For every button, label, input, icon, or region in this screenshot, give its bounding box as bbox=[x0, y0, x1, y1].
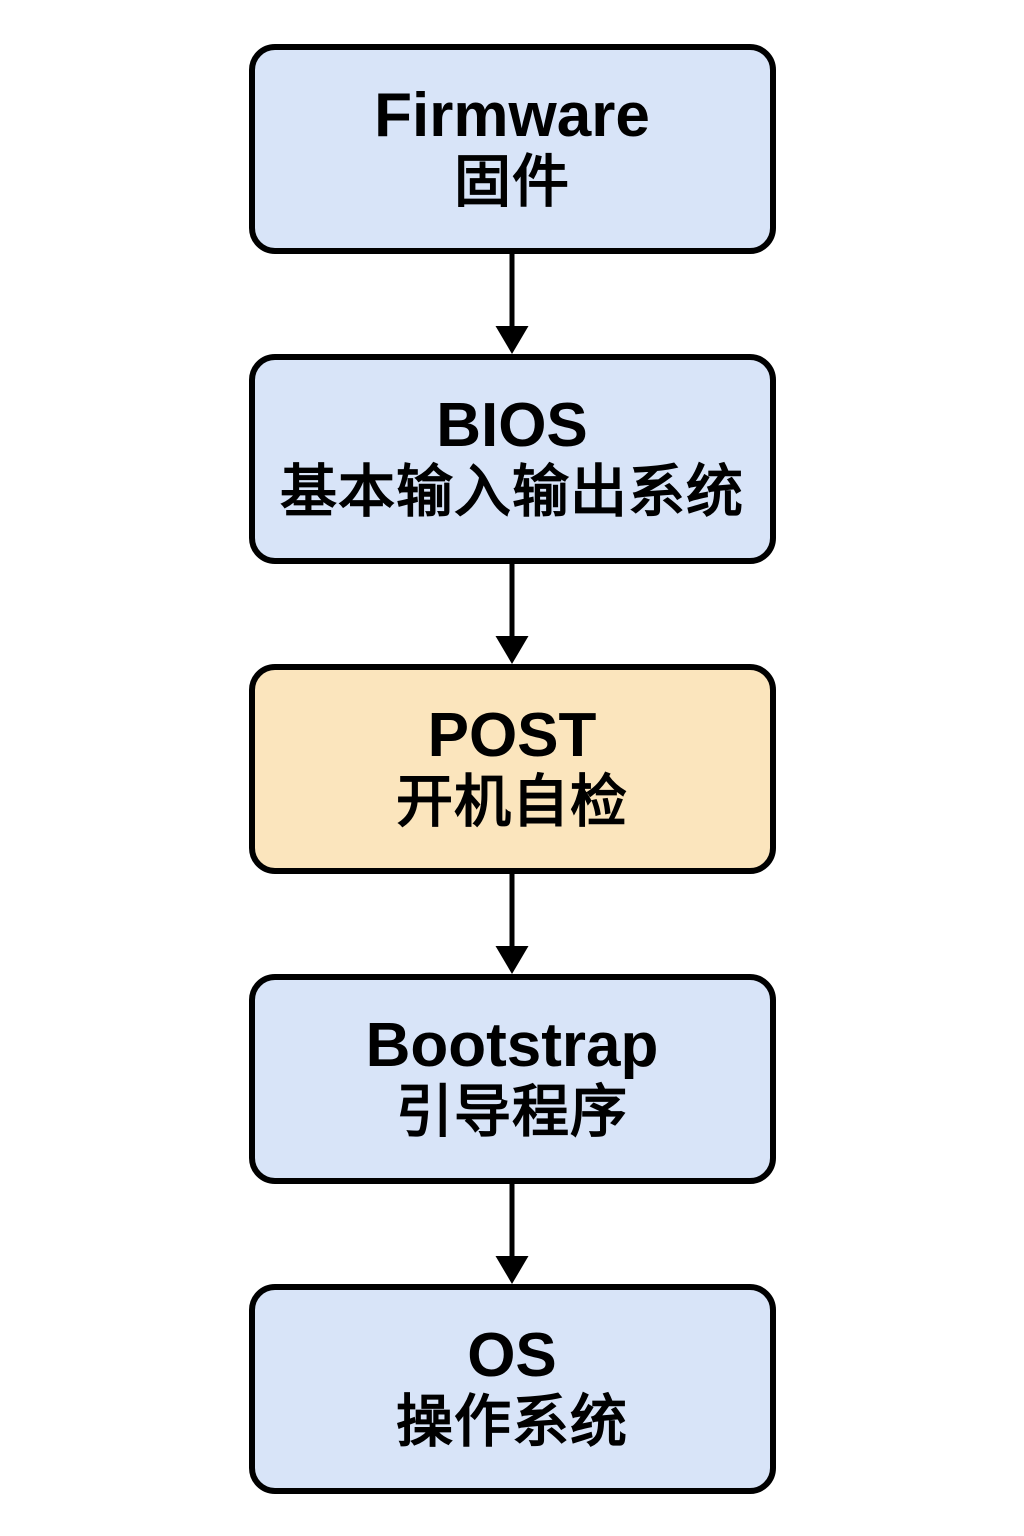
node-bios: BIOS 基本输入输出系统 bbox=[248, 354, 776, 564]
node-firmware-subtitle: 固件 bbox=[454, 150, 570, 215]
node-post-title: POST bbox=[427, 701, 597, 771]
arrow-down-icon bbox=[495, 1184, 529, 1284]
arrow-down-icon bbox=[495, 874, 529, 974]
node-os-subtitle: 操作系统 bbox=[396, 1390, 628, 1455]
node-bios-subtitle: 基本输入输出系统 bbox=[280, 460, 744, 525]
node-bootstrap-title: Bootstrap bbox=[365, 1011, 659, 1081]
arrow-down-icon bbox=[495, 254, 529, 354]
node-os-title: OS bbox=[467, 1321, 557, 1391]
node-os: OS 操作系统 bbox=[248, 1284, 776, 1494]
node-bootstrap-subtitle: 引导程序 bbox=[396, 1080, 628, 1145]
node-firmware-title: Firmware bbox=[374, 81, 650, 151]
node-post-subtitle: 开机自检 bbox=[396, 770, 628, 835]
arrow-down-icon bbox=[495, 564, 529, 664]
node-bootstrap: Bootstrap 引导程序 bbox=[248, 974, 776, 1184]
node-firmware: Firmware 固件 bbox=[248, 44, 776, 254]
node-bios-title: BIOS bbox=[436, 391, 588, 461]
node-post: POST 开机自检 bbox=[248, 664, 776, 874]
